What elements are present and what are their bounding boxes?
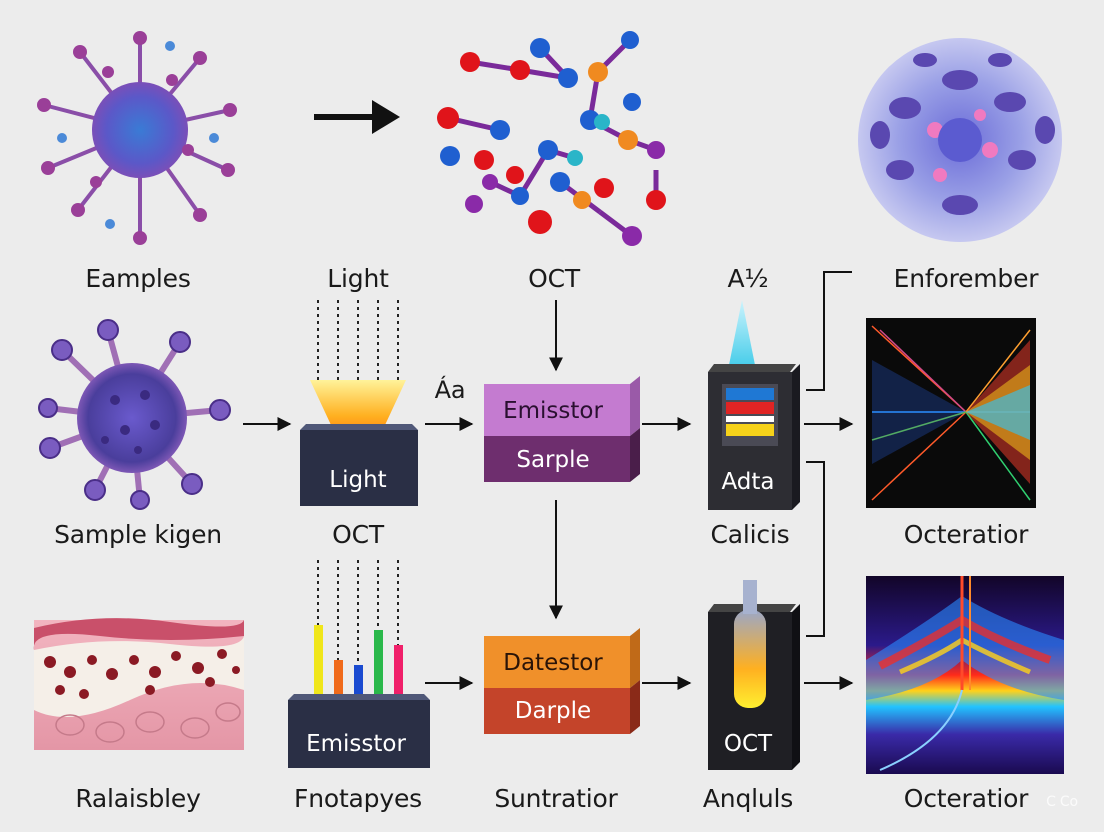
label-anqluls: Anqluls [702,784,794,813]
label-arrow-mid: Áa [434,376,466,404]
connector-lines [806,271,852,637]
label-octeratior-mid: Octeratior [903,520,1029,549]
phenotype-bars-icon [288,560,430,768]
box-adta-text: Adta [721,469,775,495]
label-octeratior-bottom: Octeratior [903,784,1029,813]
oct-tube-icon [708,580,800,770]
box-light-text: Light [329,467,387,493]
box-emissor-top-text: Emisstor [503,398,603,424]
detector-block-icon [484,628,640,734]
box-emissor2-text: Emisstor [306,731,406,757]
arrow-top [314,100,400,134]
label-ralaisbley: Ralaisbley [75,784,201,813]
label-suntratior: Suntratior [494,784,618,813]
virus-cell-icon [37,31,237,245]
box-emissor-bottom-text: Sarple [516,447,590,473]
label-light: Light [327,264,389,293]
emissor-block-icon [484,376,640,482]
box-oct-text: OCT [723,731,773,757]
watermark: C Co [1046,794,1078,810]
label-enforember: Enforember [893,264,1039,293]
molecule-cluster-icon [437,31,666,246]
box-detector-top-text: Datestor [503,650,603,676]
beam-detector-icon [708,300,800,510]
box-detector-bottom-text: Darple [514,698,592,724]
label-samples: Eamples [85,264,191,293]
arrows [243,300,854,690]
label-sample-kigen: Sample kigen [54,520,222,549]
sphere-cell-icon [858,38,1062,242]
label-oct-top: OCT [528,264,580,293]
spectrum-display-icon [866,318,1036,508]
heatmap-display-icon [866,576,1064,774]
label-a-half: A½ [727,264,769,293]
tissue-layer-icon [33,618,244,750]
label-calicis: Calicis [710,520,790,549]
light-source-icon [300,300,418,506]
spike-cell-icon [38,319,231,510]
label-fnotapyes: Fnotapyes [294,784,422,813]
label-oct-mid: OCT [332,520,384,549]
